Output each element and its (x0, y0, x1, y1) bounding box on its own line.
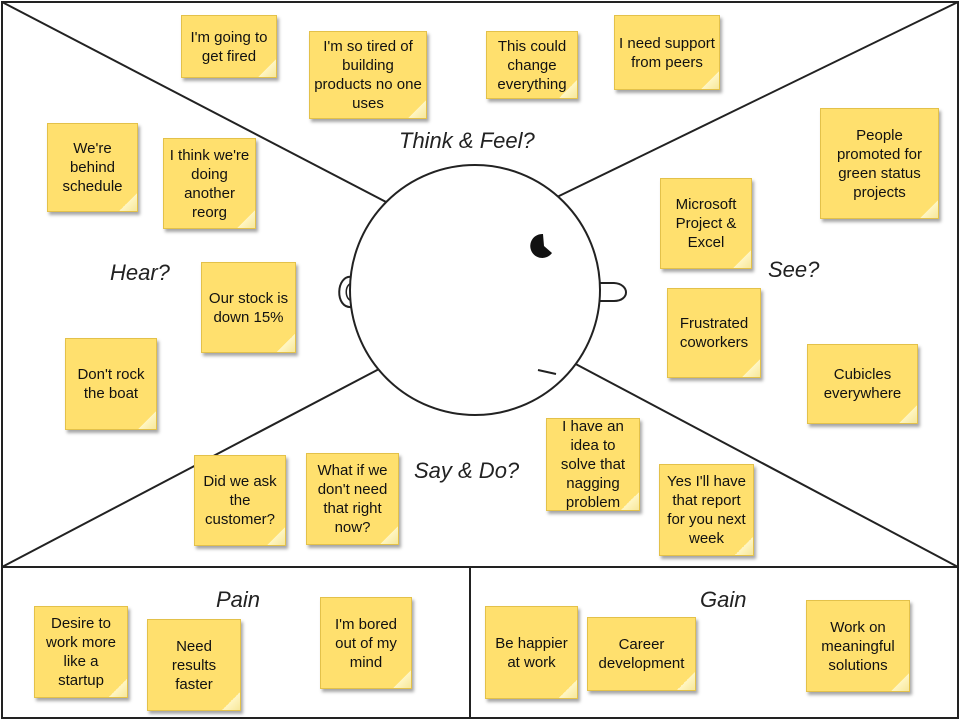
sticky-note: Be happier at work (485, 606, 578, 699)
sticky-note: Microsoft Project & Excel (660, 178, 752, 269)
hear-label: Hear? (110, 260, 170, 285)
sticky-note: Yes I'll have that report for you next w… (659, 464, 754, 556)
sticky-note: Need results faster (147, 619, 241, 711)
sticky-note: Desire to work more like a startup (34, 606, 128, 698)
sticky-note: I'm bored out of my mind (320, 597, 412, 689)
eye-shape (530, 233, 552, 258)
think-feel-label: Think & Feel? (399, 128, 535, 153)
see-label: See? (768, 257, 820, 282)
sticky-note: I have an idea to solve that nagging pro… (546, 418, 640, 511)
sticky-note: I'm so tired of building products no one… (309, 31, 427, 119)
sticky-note: Cubicles everywhere (807, 344, 918, 424)
gain-label: Gain (700, 587, 747, 612)
diagonal-bottom-right (569, 360, 959, 568)
pain-label: Pain (216, 587, 261, 612)
head-circle (349, 164, 601, 416)
sticky-note: Our stock is down 15% (201, 262, 296, 353)
sticky-note: Frustrated coworkers (667, 288, 761, 378)
sticky-note: I'm going to get fired (181, 15, 277, 78)
sticky-note: This could change everything (486, 31, 578, 99)
diagonal-top-left (1, 1, 389, 204)
sticky-note: Don't rock the boat (65, 338, 157, 430)
sticky-note: What if we don't need that right now? (306, 453, 399, 545)
diagonal-top-right (556, 1, 959, 198)
mouth-shape (537, 369, 557, 375)
sticky-note: I need support from peers (614, 15, 720, 90)
sticky-note: We're behind schedule (47, 123, 138, 212)
sticky-note: Career development (587, 617, 696, 691)
sticky-note: Work on meaningful solutions (806, 600, 910, 692)
diagonal-bottom-left (1, 367, 382, 568)
say-do-label: Say & Do? (414, 458, 520, 483)
sticky-note: Did we ask the customer? (194, 455, 286, 546)
sticky-note: People promoted for green status project… (820, 108, 939, 219)
sticky-note: I think we're doing another reorg (163, 138, 256, 229)
head-figure (338, 164, 627, 416)
